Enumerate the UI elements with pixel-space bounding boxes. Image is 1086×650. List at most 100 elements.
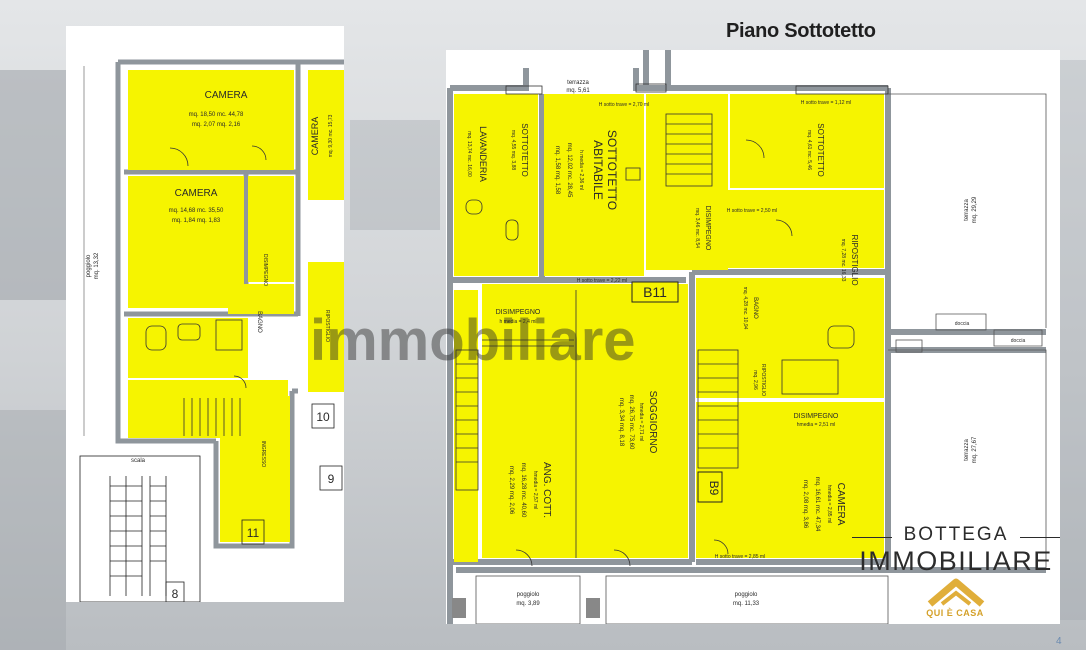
unit-number-9: 9: [328, 472, 335, 486]
sottotetto-2-label: SOTTOTETTO: [816, 123, 825, 176]
svg-text:mq. 2,07 mq. 2,16: mq. 2,07 mq. 2,16: [192, 122, 241, 128]
svg-text:hmedia = 2,57 ml: hmedia = 2,57 ml: [532, 471, 538, 510]
watermark: immobiliare: [310, 308, 636, 373]
unit-b11-label: B11: [643, 284, 667, 300]
unit-b9-label: B9: [707, 481, 721, 496]
svg-text:mq. 7,28 mc. 16,33: mq. 7,28 mc. 16,33: [840, 239, 846, 282]
right-floor-plan: B11 B9 terrazza mq. 5,61 LAVANDERIA mq. …: [446, 50, 1060, 625]
unit-number-10: 10: [316, 410, 330, 424]
svg-text:mq. 1,58 mq. 1,58: mq. 1,58 mq. 1,58: [554, 146, 560, 195]
ripostiglio-label: RIPOSTIGLIO: [324, 310, 330, 342]
left-floor-plan: CAMERA mq. 18,50 mc. 44,78 mq. 2,07 mq. …: [66, 26, 344, 603]
svg-text:hmedia = 2,85 ml: hmedia = 2,85 ml: [826, 485, 832, 524]
unit-number-11: 11: [247, 526, 260, 540]
svg-text:mq. 11,33: mq. 11,33: [733, 601, 760, 607]
poggiolo-label: poggiolo: [86, 254, 92, 277]
svg-text:mq. 3,89: mq. 3,89: [516, 601, 540, 607]
svg-text:mq. 14,68 mc. 35,50: mq. 14,68 mc. 35,50: [169, 208, 224, 214]
svg-text:ABITABILE: ABITABILE: [591, 140, 605, 200]
scala-label: scala: [131, 458, 146, 464]
svg-text:mq. 13,74 mc. 16,00: mq. 13,74 mc. 16,00: [466, 131, 472, 177]
svg-text:mq. 12,02 mc. 28,45: mq. 12,02 mc. 28,45: [566, 143, 572, 198]
svg-text:mq. 16,61 mc. 47,34: mq. 16,61 mc. 47,34: [814, 477, 820, 532]
svg-text:mq. 3,34 mq. 8,18: mq. 3,34 mq. 8,18: [618, 398, 624, 447]
page-number: 4: [1056, 636, 1062, 647]
logo-top-text: BOTTEGA: [903, 524, 1009, 545]
doccia-1-label: doccia: [955, 321, 970, 327]
room-sottotetto-abitabile: [544, 94, 644, 276]
house-roof-icon: [927, 578, 985, 607]
logo-main-text: IMMOBILIARE: [859, 546, 1053, 576]
bottega-immobiliare-logo: BOTTEGA IMMOBILIARE QUI È CASA: [852, 524, 1060, 630]
svg-text:H sotto trave = 2,85 ml: H sotto trave = 2,85 ml: [715, 554, 765, 560]
room-scala: [454, 290, 478, 562]
room-camera: [696, 402, 884, 558]
svg-text:immobiliare: immobiliare: [310, 308, 636, 373]
room-ripostiglio: [308, 262, 344, 392]
svg-text:H sotto trave = 1,12 ml: H sotto trave = 1,12 ml: [801, 100, 851, 106]
svg-text:H sotto trave = 2,50 ml: H sotto trave = 2,50 ml: [727, 208, 777, 214]
svg-text:h media = 2,4 ml: h media = 2,4 ml: [499, 319, 536, 325]
terrazza-right-1-label: terrazza: [964, 199, 970, 221]
svg-text:mq. 27,67: mq. 27,67: [972, 436, 978, 463]
svg-text:mq. 13,32: mq. 13,32: [94, 252, 100, 279]
logo-sub-text: QUI È CASA: [926, 608, 984, 618]
sottotetto-1-label: SOTTOTETTO: [520, 123, 529, 176]
disimpegno-1-label: DISIMPEGNO: [704, 206, 711, 251]
svg-text:mq. 9,30 mc. 15,73: mq. 9,30 mc. 15,73: [328, 114, 334, 157]
svg-text:H sotto trave = 2,70 ml: H sotto trave = 2,70 ml: [599, 102, 649, 108]
disimpegno-3-label: DISIMPEGNO: [794, 413, 839, 420]
poggiolo-2-label: poggiolo: [735, 592, 758, 598]
left-plan-drawing: CAMERA mq. 18,50 mc. 44,78 mq. 2,07 mq. …: [79, 59, 344, 603]
disimpegno-label: DISIMPEGNO: [262, 254, 268, 286]
svg-text:H sotto trave = 2,22 ml: H sotto trave = 2,22 ml: [577, 278, 627, 284]
room-camera-2: [128, 176, 244, 308]
soggiorno-label: SOGGIORNO: [647, 391, 658, 454]
unit-number-8: 8: [172, 587, 179, 601]
bagno-label: BAGNO: [256, 311, 262, 333]
page-title: Piano Sottotetto: [726, 20, 876, 42]
ripostiglio-label: RIPOSTIGLIO: [850, 234, 859, 285]
svg-text:h media = 2,36 ml: h media = 2,36 ml: [578, 150, 584, 190]
room-soggiorno: [482, 284, 688, 558]
disimpegno-2-label: DISIMPEGNO: [496, 309, 541, 316]
svg-text:mq. 18,50 mc. 44,78: mq. 18,50 mc. 44,78: [189, 112, 244, 118]
svg-text:mq. 1,84 mq. 1,83: mq. 1,84 mq. 1,83: [172, 218, 221, 224]
camera-1-label: CAMERA: [205, 90, 248, 101]
lavanderia-label: LAVANDERIA: [478, 126, 488, 182]
room-disimpegno: [248, 176, 294, 282]
svg-text:mq. 2,96: mq. 2,96: [752, 370, 758, 390]
svg-text:mq. 4,28 mc. 10,94: mq. 4,28 mc. 10,94: [742, 287, 748, 330]
svg-text:mq. 4,61 mc. 5,46: mq. 4,61 mc. 5,46: [806, 130, 812, 170]
terrazza-right-2-label: terrazza: [964, 439, 970, 461]
room-bagno: [128, 318, 248, 378]
ang-cott-label: ANG. COTT.: [541, 462, 552, 518]
svg-text:mq. 2,08 mq. 3,86: mq. 2,08 mq. 3,86: [802, 480, 808, 529]
ingresso-label: INGRESSO: [260, 441, 266, 468]
bagno-label: BAGNO: [752, 297, 758, 319]
svg-text:mq. 4,55 mq. 3,88: mq. 4,55 mq. 3,88: [510, 130, 516, 171]
svg-text:mq. 16,28 mc. 40,60: mq. 16,28 mc. 40,60: [520, 463, 526, 518]
svg-text:mq. 2,29 mq. 2,06: mq. 2,29 mq. 2,06: [508, 466, 514, 515]
sottotetto-abitabile-label: SOTTOTETTO: [605, 130, 619, 210]
doccia-2-label: doccia: [1011, 338, 1026, 344]
poggiolo-1-label: poggiolo: [517, 592, 540, 598]
svg-text:mq. 29,29: mq. 29,29: [972, 196, 978, 223]
svg-text:mq. 26,75 mc. 73,60: mq. 26,75 mc. 73,60: [628, 395, 634, 450]
room-ripostiglio: [692, 190, 884, 268]
room-lavanderia: [454, 94, 538, 276]
svg-text:hmedia = 2,71 ml: hmedia = 2,71 ml: [638, 403, 644, 442]
svg-text:mq. 3,46 mc. 8,54: mq. 3,46 mc. 8,54: [694, 208, 700, 248]
ripostiglio-2-label: RIPOSTIGLIO: [760, 364, 766, 396]
stair-marker-icon: [452, 598, 466, 618]
terrazza-top-label: terrazza: [567, 80, 589, 86]
right-plan-drawing: B11 B9 terrazza mq. 5,61 LAVANDERIA mq. …: [447, 50, 1047, 625]
stair-marker-icon: [586, 598, 600, 618]
room-camera-3: [308, 70, 344, 200]
svg-text:hmedia = 2,51 ml: hmedia = 2,51 ml: [797, 422, 836, 428]
svg-text:mq. 5,61: mq. 5,61: [566, 88, 590, 94]
room-sottotetto-2: [730, 94, 884, 188]
room-camera-1: [128, 70, 294, 170]
camera-3-label: CAMERA: [310, 117, 320, 156]
camera-2-label: CAMERA: [175, 188, 218, 199]
